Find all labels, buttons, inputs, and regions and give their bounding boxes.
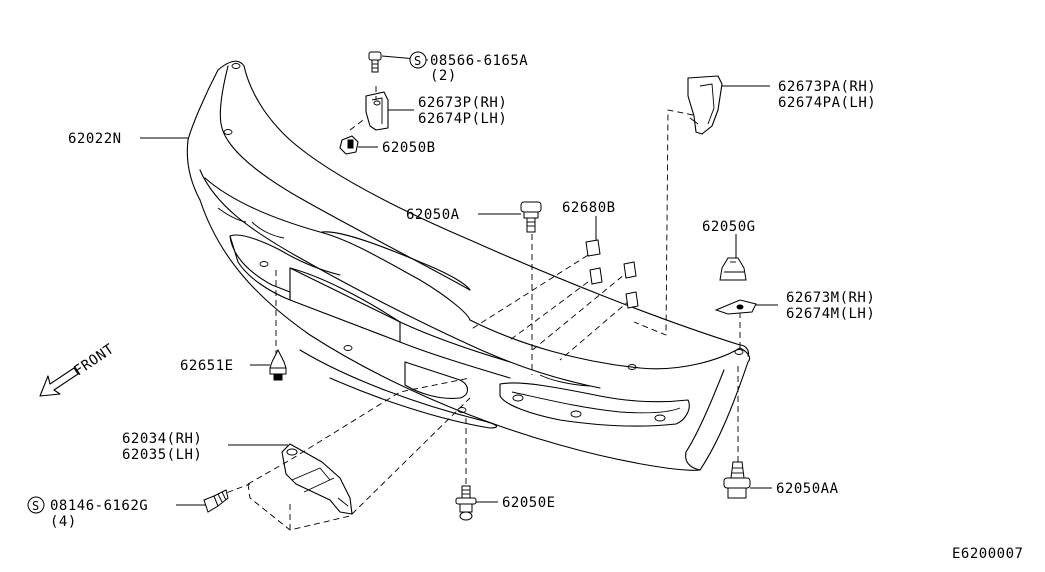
clip-62651e-icon bbox=[269, 348, 287, 381]
part-label-p8: 62050G bbox=[702, 219, 756, 235]
part-label-p12: 08146-6162G bbox=[50, 498, 148, 514]
part-label-p6: 62050A bbox=[406, 207, 460, 223]
leader-lines bbox=[140, 55, 778, 506]
part-label-p2-lh: 62674P(LH) bbox=[418, 111, 507, 127]
front-direction-arrow-icon bbox=[39, 367, 79, 397]
seal-plate-62673m-icon bbox=[714, 299, 757, 315]
part-label-p14: 62050AA bbox=[776, 481, 839, 497]
part-label-p11-lh: 62035(LH) bbox=[122, 447, 202, 463]
part-label-p9-lh: 62674M(LH) bbox=[786, 306, 875, 322]
s-mark-1: S bbox=[414, 54, 422, 68]
part-label-p2-rh: 62673P(RH) bbox=[418, 95, 507, 111]
part-label-p5-rh: 62673PA(RH) bbox=[778, 79, 876, 95]
part-label-p10: 62651E bbox=[180, 358, 234, 374]
part-label-p7: 62680B bbox=[562, 200, 616, 216]
part-label-p5-lh: 62674PA(LH) bbox=[778, 95, 876, 111]
bracket-62673pa-icon bbox=[687, 75, 723, 135]
screw-08146-icon bbox=[203, 489, 229, 513]
bolt-08566-icon bbox=[368, 51, 382, 73]
clip-62050g-icon bbox=[719, 257, 747, 281]
front-label: FRONT bbox=[71, 341, 117, 379]
lower-bracket-62034-icon bbox=[281, 443, 353, 515]
s-mark-icon bbox=[27, 51, 427, 514]
part-label-p9-rh: 62673M(RH) bbox=[786, 290, 875, 306]
bracket-62673p-icon bbox=[365, 91, 389, 131]
bolt-62050aa-icon bbox=[723, 461, 751, 499]
bolt-62050a-icon bbox=[520, 201, 542, 233]
part-qty-p12: (4) bbox=[50, 514, 77, 530]
clip-62050e-icon bbox=[455, 485, 477, 521]
clip-62050b-icon bbox=[339, 135, 359, 155]
part-label-p1: 08566-6165A bbox=[430, 53, 528, 69]
part-label-p13: 62050E bbox=[502, 495, 556, 511]
s-mark-2: S bbox=[32, 499, 40, 513]
diagram-code: E6200007 bbox=[952, 546, 1023, 562]
part-label-p4: 62022N bbox=[68, 131, 122, 147]
part-qty-p1: (2) bbox=[430, 68, 457, 84]
part-label-p11-rh: 62034(RH) bbox=[122, 431, 202, 447]
locator-lines bbox=[217, 86, 741, 531]
clip-nuts-62680b-icon bbox=[585, 239, 639, 309]
part-label-p3: 62050B bbox=[382, 140, 436, 156]
bumper-fascia bbox=[186, 60, 751, 471]
